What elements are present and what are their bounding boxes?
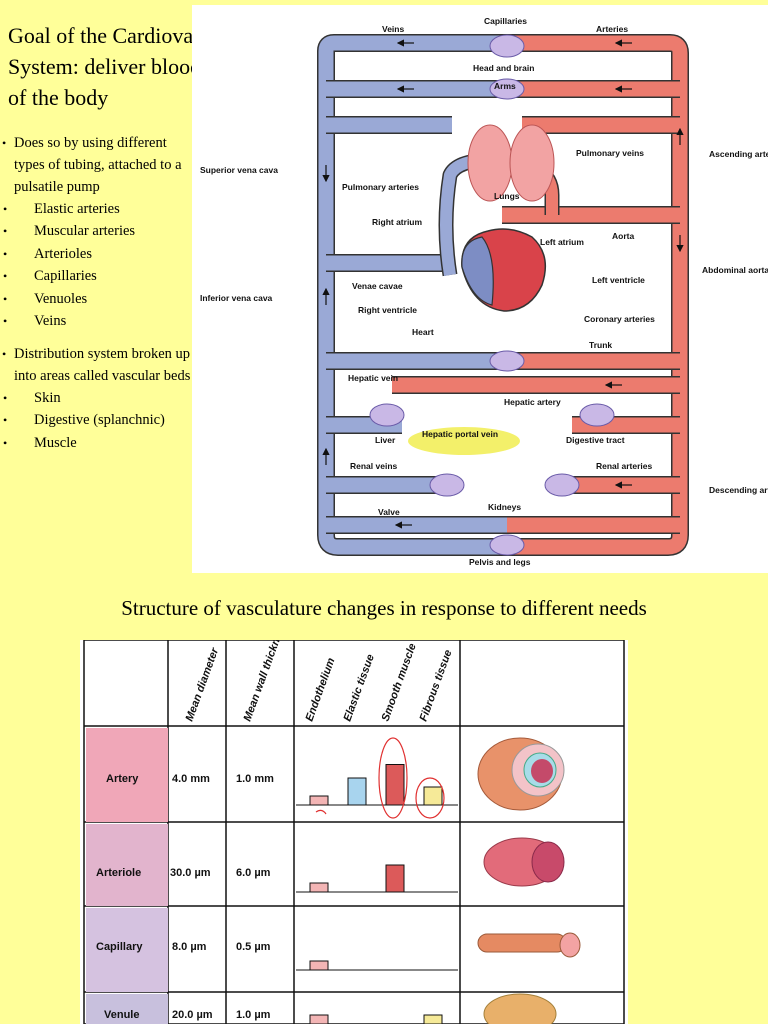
handwritten-annotations	[315, 737, 445, 819]
row-venule-wall: 1.0 µm	[236, 1009, 271, 1021]
row-capillary-wall: 0.5 µm	[236, 941, 271, 953]
tissue-bars	[296, 764, 458, 1024]
venule-illustration	[483, 993, 557, 1024]
label-arteries: Arteries	[596, 24, 628, 34]
bullet-beds: Distribution system broken up into areas…	[0, 343, 200, 387]
circulation-diagram: Veins Capillaries Arteries Head and brai…	[192, 5, 768, 573]
row-artery-name: Artery	[106, 773, 139, 785]
header-endothelium: Endothelium	[304, 656, 338, 723]
vessel-name-cells	[86, 728, 168, 1024]
tubing-item: Muscular arteries	[0, 220, 200, 243]
flow-arrows	[322, 39, 684, 529]
label-kidneys: Kidneys	[488, 502, 521, 512]
endothelium-bar	[309, 795, 329, 806]
label-venae-cavae: Venae cavae	[352, 281, 403, 291]
row-arteriole-name: Arteriole	[96, 867, 141, 879]
bed-item: Digestive (splanchnic)	[0, 409, 200, 432]
label-liver: Liver	[375, 435, 396, 445]
bullet-list-tubing: Does so by using different types of tubi…	[0, 132, 200, 333]
table-title: Structure of vasculature changes in resp…	[121, 596, 647, 620]
elastic-bar	[347, 777, 367, 806]
label-capillaries: Capillaries	[484, 16, 527, 26]
label-valve: Valve	[378, 507, 400, 517]
label-renal-arteries: Renal arteries	[596, 461, 652, 471]
muscle-bar	[385, 864, 405, 893]
bullet-tubing: Does so by using different types of tubi…	[0, 132, 200, 198]
label-pulmonary-arteries: Pulmonary arteries	[342, 182, 419, 192]
label-ascending-arteries: Ascending arteries	[709, 149, 768, 159]
label-heart: Heart	[412, 327, 434, 337]
label-digestive-tract: Digestive tract	[566, 435, 625, 445]
muscle-bar	[385, 764, 405, 806]
row-artery-wall: 1.0 mm	[236, 773, 274, 785]
label-renal-veins: Renal veins	[350, 461, 398, 471]
label-veins: Veins	[382, 24, 404, 34]
table-grid	[83, 640, 625, 1024]
tubing-item: Venuoles	[0, 288, 200, 311]
lungs-illustration	[467, 124, 555, 202]
capillary-beds	[369, 34, 615, 556]
row-venule-name: Venule	[104, 1009, 139, 1021]
label-left-atrium: Left atrium	[540, 237, 584, 247]
label-descending-arteries: Descending arteries	[709, 485, 768, 495]
row-capillary-name: Capillary	[96, 941, 143, 953]
label-trunk: Trunk	[589, 340, 612, 350]
label-lungs: Lungs	[494, 191, 520, 201]
tubing-item: Veins	[0, 310, 200, 333]
label-head-brain: Head and brain	[473, 63, 534, 73]
endothelium-bar	[309, 882, 329, 893]
label-abdominal-aorta: Abdominal aorta	[702, 265, 768, 275]
label-left-ventricle: Left ventricle	[592, 275, 645, 285]
label-hepatic-portal-vein: Hepatic portal vein	[422, 429, 498, 439]
fibrous-bar	[423, 1014, 443, 1024]
label-hepatic-artery: Hepatic artery	[504, 397, 561, 407]
header-elastic-tissue: Elastic tissue	[342, 653, 377, 723]
tubing-item: Capillaries	[0, 265, 200, 288]
label-aorta: Aorta	[612, 231, 634, 241]
header-wall-thickness: Mean wall thickness	[242, 640, 289, 723]
tubing-item: Arterioles	[0, 243, 200, 266]
tubing-item: Elastic arteries	[0, 198, 200, 221]
heart-illustration	[461, 228, 547, 312]
hepatic-portal-highlight	[408, 427, 520, 455]
label-superior-vena-cava: Superior vena cava	[200, 165, 278, 175]
table-rows: Artery 4.0 mm 1.0 mm Arteriole 30.0 µm 6…	[96, 773, 274, 1021]
header-fibrous-tissue: Fibrous tissue	[418, 648, 455, 723]
label-pulmonary-veins: Pulmonary veins	[576, 148, 644, 158]
label-arms: Arms	[494, 81, 516, 91]
bed-item: Muscle	[0, 432, 200, 455]
label-right-atrium: Right atrium	[372, 217, 422, 227]
row-venule-diameter: 20.0 µm	[172, 1009, 213, 1021]
fibrous-bar	[423, 786, 443, 806]
bed-item: Skin	[0, 387, 200, 410]
endothelium-bar	[309, 1014, 329, 1024]
label-coronary-arteries: Coronary arteries	[584, 314, 655, 324]
row-artery-diameter: 4.0 mm	[172, 773, 210, 785]
bullet-list-beds: Distribution system broken up into areas…	[0, 343, 200, 455]
diagram-labels: Veins Capillaries Arteries Head and brai…	[200, 16, 768, 567]
arterial-vessels	[392, 34, 689, 556]
header-mean-diameter: Mean diameter	[184, 646, 222, 723]
header-smooth-muscle: Smooth muscle	[380, 642, 419, 723]
vessel-illustrations	[477, 737, 581, 1024]
label-inferior-vena-cava: Inferior vena cava	[200, 293, 273, 303]
artery-illustration	[477, 737, 565, 811]
label-hepatic-vein: Hepatic vein	[348, 373, 398, 383]
endothelium-bar	[309, 960, 329, 971]
label-right-ventricle: Right ventricle	[358, 305, 417, 315]
row-arteriole-wall: 6.0 µm	[236, 867, 271, 879]
table-headers: Mean diameter Mean wall thickness Endoth…	[184, 640, 455, 723]
vessel-structure-table: Mean diameter Mean wall thickness Endoth…	[80, 640, 628, 1024]
row-capillary-diameter: 8.0 µm	[172, 941, 207, 953]
arteriole-illustration	[483, 837, 565, 887]
label-pelvis-legs: Pelvis and legs	[469, 557, 531, 567]
capillary-illustration	[477, 932, 581, 958]
row-arteriole-diameter: 30.0 µm	[170, 867, 211, 879]
